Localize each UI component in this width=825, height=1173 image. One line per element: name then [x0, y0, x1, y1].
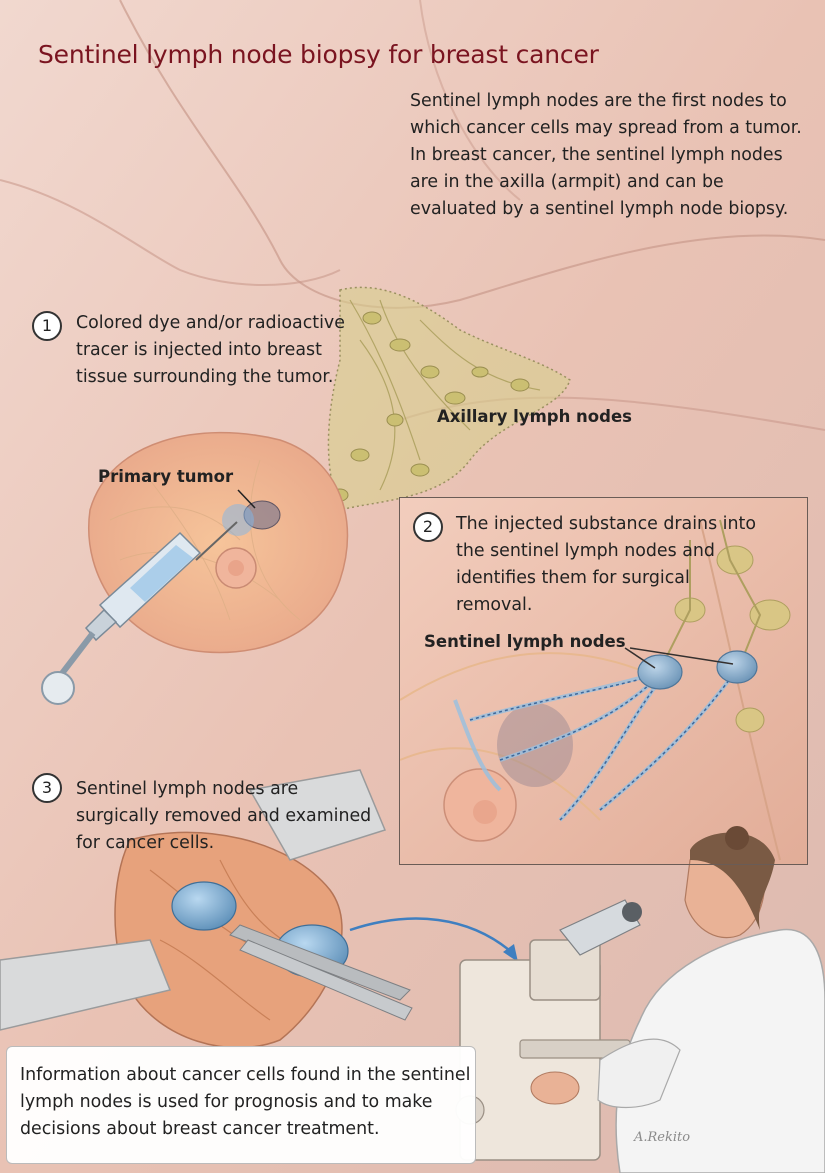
footer-box	[6, 1046, 476, 1164]
step-2-number-badge: 2	[413, 512, 443, 542]
sentinel-node-2	[716, 650, 758, 684]
breast	[88, 431, 349, 654]
step-3-number-badge: 3	[32, 773, 62, 803]
syringe	[41, 521, 238, 705]
microscope-scene	[455, 826, 825, 1173]
step-1-number-badge: 1	[32, 311, 62, 341]
step-2-text: The injected substance drains into the s…	[456, 514, 756, 615]
label-sentinel-lymph-nodes: Sentinel lymph nodes	[424, 632, 626, 651]
footer-text: Information about cancer cells found in …	[20, 1065, 471, 1139]
step-3-text: Sentinel lymph nodes are surgically remo…	[76, 779, 372, 853]
intro-paragraph: Sentinel lymph nodes are the first nodes…	[410, 91, 802, 219]
figure-title: Sentinel lymph node biopsy for breast ca…	[38, 40, 599, 69]
surgery-scene	[0, 769, 518, 1049]
inset-panel-frame	[399, 497, 808, 865]
label-primary-tumor: Primary tumor	[98, 467, 234, 486]
step-1-text: Colored dye and/or radioactive tracer is…	[76, 313, 345, 387]
label-axillary-lymph-nodes: Axillary lymph nodes	[437, 407, 632, 426]
artist-signature: A.Rekito	[634, 1130, 691, 1145]
